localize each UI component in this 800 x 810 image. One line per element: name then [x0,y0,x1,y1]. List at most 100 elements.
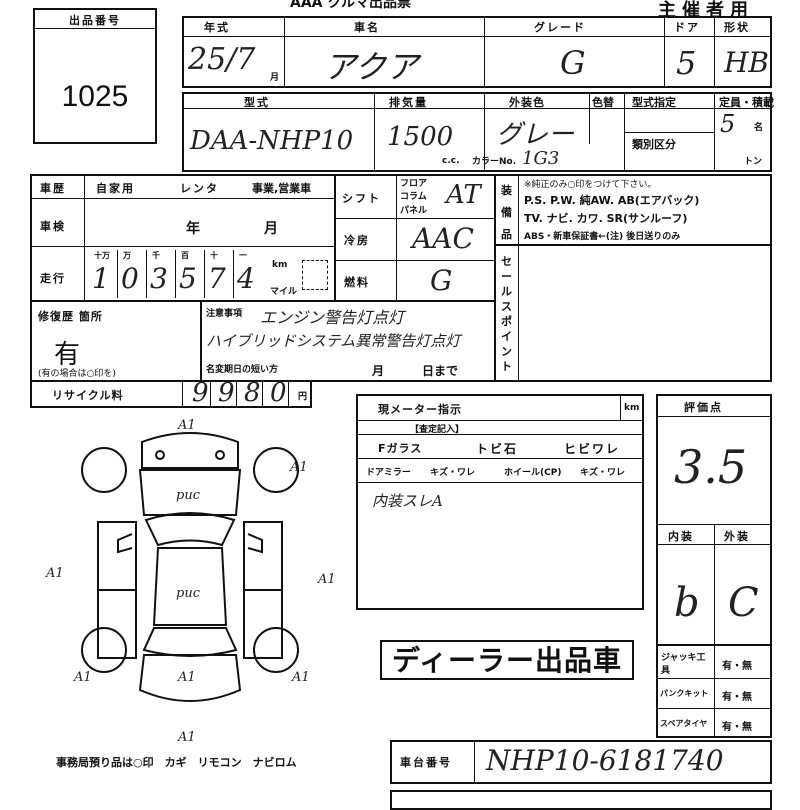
equipment-label: 装備品 [501,184,512,241]
rear-bumper [138,654,242,702]
expiry-day: 日まで [422,364,459,378]
business: 事業,営業車 [252,182,312,195]
puncture-label: パンクキット [660,689,709,698]
rear-window [142,627,238,657]
owner-note: 主催者用 [658,0,754,21]
repair-block: 修復歴 箇所 有 (有の場合は○印を) [30,300,202,382]
mileage-digit-3: 5 [179,262,197,295]
mileage-unit-0: 十万 [94,251,110,260]
mileage-digit-4: 7 [208,262,226,295]
chassis-value: NHP10-6181740 [486,744,724,777]
equipment-block: 装備品 ※純正のみ○印をつけて下さい。 P.S. P.W. 純AW. AB(エア… [494,174,772,246]
type-label: 型式指定 [632,96,676,109]
top-row: 年式 車名 グレード ドア 形状 25/7 月 アクア G 5 HB [182,16,772,88]
mileage-unit-1: 万 [123,251,131,260]
caution-line2: ハイブリッドシステム異常警告灯点灯 [206,332,461,350]
color-no-label: カラーNo. [472,157,517,167]
model-value: DAA-NHP10 [190,126,354,156]
lot-box: 出品番号 1025 [33,8,157,144]
score-value: 3.5 [674,440,748,494]
chassis-label: 車台番号 [400,756,452,769]
meter-unit: km [624,403,640,413]
expiry-label: 名変期日の短い方 [206,365,279,375]
fglass-value: トビ石 [476,442,519,456]
equipment-line3: ABS・新車保証書←(注) 後日送りのみ [524,232,681,242]
damage-mark-1: A1 [290,460,308,475]
equipment-line1: P.S. P.W. 純AW. AB(エアバック) [524,194,700,207]
caution-label: 注意事項 [206,309,243,319]
dealer-stamp: ディーラー出品車 [380,640,634,680]
tools-block: ジャッキ工具 有・無 パンクキット 有・無 スペアタイヤ 有・無 [656,644,772,738]
inspection-label: 車検 [40,220,66,233]
spare-value: 有・無 [722,722,752,733]
recycle-label: リサイクル料 [52,389,124,402]
wheel-fr [253,447,299,493]
mile-box [302,260,328,290]
mileage-unit-2: 千 [152,251,160,260]
mileage-digit-2: 3 [150,262,168,295]
mileage-unit-3: 百 [181,251,189,260]
chassis-block: 車台番号 NHP10-6181740 [390,740,772,784]
cc-label: 排気量 [389,96,428,109]
recycle-unit: 円 [298,392,308,402]
inspection-month: 月 [264,221,280,237]
rental: レンタ [180,182,219,195]
cc-value: 1500 [387,122,454,152]
color-value: グレー [496,120,575,150]
wheel-rl [81,627,127,673]
damage-mark-5: A1 [178,670,196,685]
front-bumper [141,432,239,469]
recycle-digit-3: 0 [270,378,287,408]
body-value: HB [724,46,769,79]
wheel-rr [253,627,299,673]
wheel-value: キズ・ワレ [580,468,626,478]
mileage-digit-1: 0 [121,262,139,295]
year-value: 25/7 [188,42,256,77]
grade-label: グレード [534,21,586,34]
shift-value: AT [446,180,481,210]
own-use: 自家用 [96,182,135,195]
jack-value: 有・無 [722,661,752,672]
mileage-digit-5: 4 [237,262,255,295]
diagram-footer: 事務局預り品は○印 カギ リモコン ナビロム [56,756,297,769]
equipment-line2: TV. ナビ. カワ. SR(サンルーフ) [524,212,688,225]
mileage-label: 走行 [40,272,66,285]
left-side [97,521,137,659]
caution-line1: エンジン警告灯点灯 [260,308,405,327]
puncture-value: 有・無 [722,692,752,703]
fglass-label: Fガラス [378,442,423,455]
door-label: ドア [674,21,700,34]
fuel-value: G [430,264,453,297]
recycle-digit-1: 9 [218,378,235,408]
color-no-value: 1G3 [522,148,560,169]
inspection-year: 年 [186,221,202,237]
mirror-label: ドアミラー [366,468,411,478]
mileage-unit-5: 一 [239,251,247,260]
inspection-header: 【査定記入】 [410,425,465,435]
equipment-note: ※純正のみ○印をつけて下さい。 [524,180,657,190]
meter-label: 現メーター指示 [378,403,462,416]
capacity-unit: 名 [754,123,764,133]
recycle-digit-2: 8 [244,378,261,408]
damage-mark-4: A1 [74,670,92,685]
repair-note: (有の場合は○印を) [38,369,116,379]
shift-floor: フロア [400,179,428,189]
score-label: 評価点 [684,401,723,414]
interior-score: b [674,580,700,626]
history-label: 車歴 [40,182,66,195]
crack-label: ヒビワレ [564,442,621,456]
windshield [144,512,236,547]
mileage-digit-0: 1 [92,262,110,295]
jack-label: ジャッキ工具 [661,653,706,676]
ac-value: AAC [412,222,474,255]
month-mark: 月 [270,73,280,83]
spare-label: スペアタイヤ [660,719,708,728]
ac-label: 冷房 [344,234,370,247]
mileage-unit-4: 十 [210,251,218,260]
fuel-label: 燃料 [344,276,370,289]
shift-panel: パネル [400,206,428,216]
grade-value: G [560,44,586,82]
class-label: 類別区分 [632,138,676,151]
right-side [243,521,283,659]
